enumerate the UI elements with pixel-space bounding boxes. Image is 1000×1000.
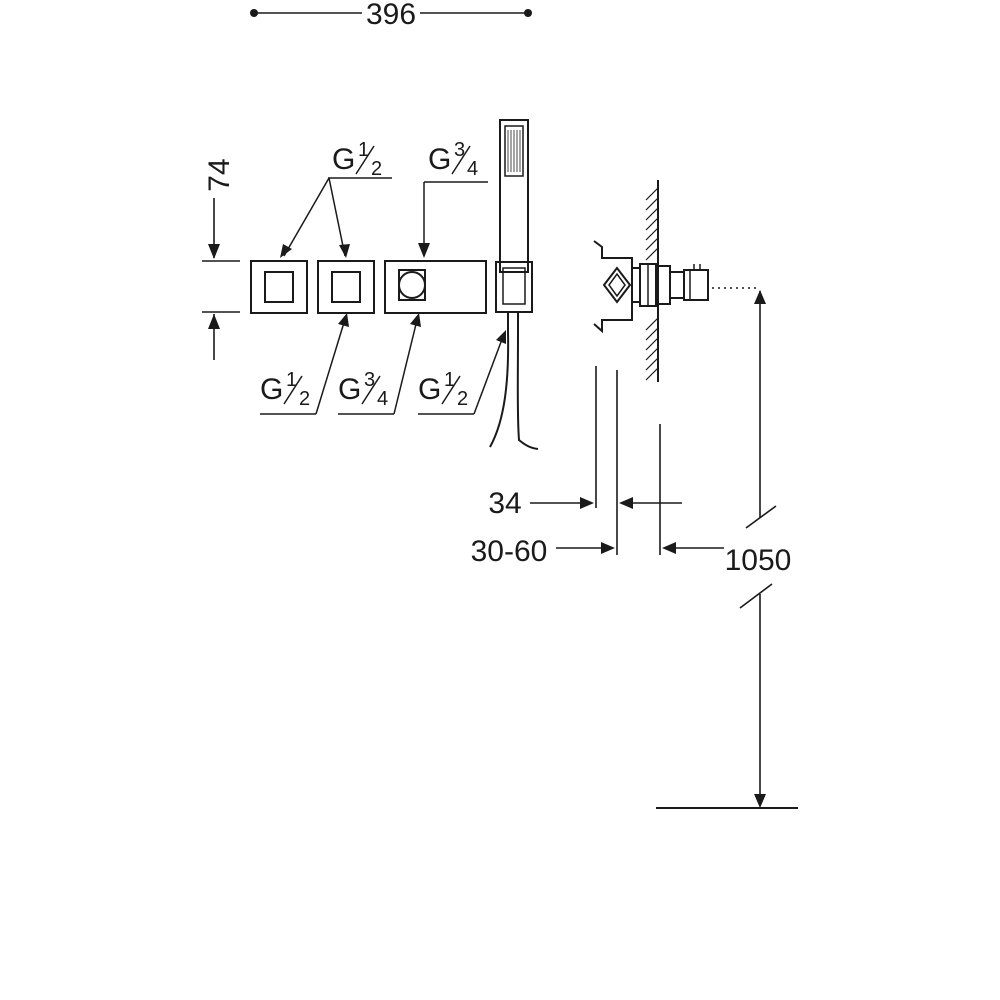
height-dimension: 74: [202, 158, 240, 360]
label-top-left-prefix: G: [332, 143, 355, 176]
leader-bottom-right: [418, 330, 506, 415]
valve-module-2: [317, 260, 375, 314]
label-top-left-den: 2: [371, 158, 382, 180]
leader-bottom-middle: [338, 313, 421, 415]
label-bottom-middle: G 3 4: [338, 369, 388, 410]
label-bottom-left-prefix: G: [260, 373, 283, 406]
label-top-left-num: 1: [358, 139, 369, 161]
valve-module-1: [250, 260, 308, 314]
height-value: 74: [203, 158, 236, 191]
depth-dimension-34: 34: [488, 487, 682, 520]
width-value: 396: [366, 0, 416, 31]
label-bottom-right-den: 2: [457, 388, 468, 410]
label-bottom-left-num: 1: [286, 369, 297, 391]
label-bottom-middle-prefix: G: [338, 373, 361, 406]
valve-body-side: [593, 240, 709, 334]
label-bottom-right-num: 1: [444, 369, 455, 391]
label-top-right-den: 4: [467, 158, 478, 180]
wall-range-value: 30-60: [471, 535, 548, 568]
diverter-module: [384, 260, 487, 314]
label-bottom-left-den: 2: [299, 388, 310, 410]
label-top-right: G 3 4: [428, 139, 478, 180]
label-bottom-left: G 1 2: [260, 369, 310, 410]
label-top-right-num: 3: [454, 139, 465, 161]
leader-top-right: [418, 181, 488, 258]
leader-bottom-left: [260, 313, 349, 415]
label-top-right-prefix: G: [428, 143, 451, 176]
label-bottom-middle-num: 3: [364, 369, 375, 391]
label-bottom-middle-den: 4: [377, 388, 388, 410]
label-bottom-right-prefix: G: [418, 373, 441, 406]
wall-section: [645, 180, 659, 382]
depth-extension-lines: [595, 366, 661, 555]
shower-hose: [489, 312, 539, 450]
depth-34-value: 34: [488, 487, 521, 520]
label-top-left: G 1 2: [332, 139, 382, 180]
label-bottom-right: G 1 2: [418, 369, 468, 410]
leader-top-left: [280, 177, 392, 258]
hand-shower: [499, 119, 529, 273]
depth-dimension-30-60: 30-60: [471, 535, 724, 568]
shower-holder: [495, 261, 533, 313]
install-height-value: 1050: [725, 544, 792, 577]
height-dimension-1050: 1050: [656, 287, 798, 809]
width-dimension: 396: [250, 0, 532, 31]
